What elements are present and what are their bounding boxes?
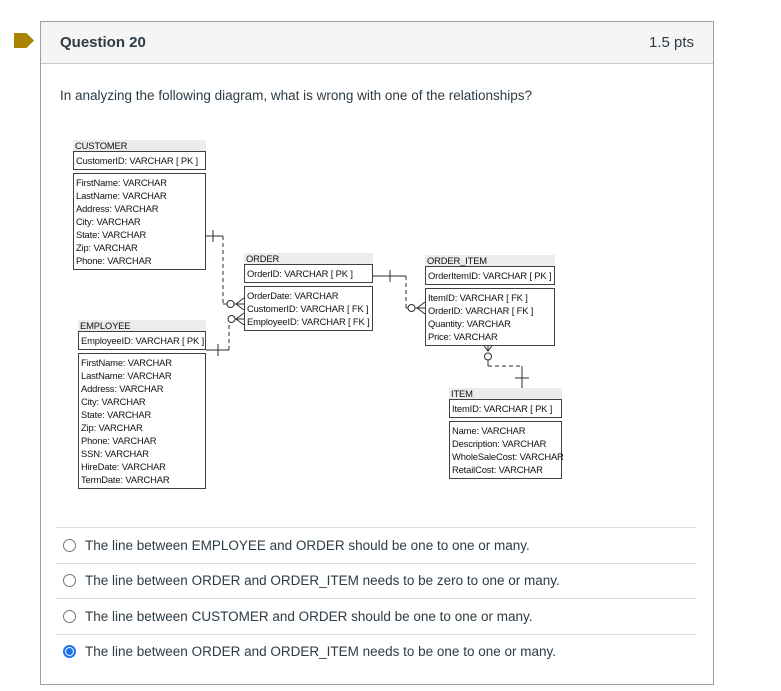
table-field: LastName: VARCHAR	[76, 190, 167, 201]
table-pk-field: CustomerID: VARCHAR [ PK ]	[76, 155, 198, 166]
erd-table-customer: CUSTOMER CustomerID: VARCHAR [ PK ] Firs…	[73, 140, 206, 270]
answer-label: The line between ORDER and ORDER_ITEM ne…	[85, 644, 556, 660]
table-field: Zip: VARCHAR	[81, 422, 143, 433]
table-field: RetailCost: VARCHAR	[452, 464, 543, 475]
table-pk-field: OrderID: VARCHAR [ PK ]	[247, 268, 353, 279]
answer-option[interactable]: The line between EMPLOYEE and ORDER shou…	[56, 527, 696, 563]
answer-option[interactable]: The line between ORDER and ORDER_ITEM ne…	[56, 562, 696, 599]
table-field: City: VARCHAR	[81, 396, 146, 407]
answer-radio[interactable]	[63, 574, 76, 588]
table-field: Address: VARCHAR	[76, 203, 159, 214]
table-field: State: VARCHAR	[81, 409, 152, 420]
answer-option[interactable]: The line between ORDER and ORDER_ITEM ne…	[56, 633, 696, 670]
table-field: State: VARCHAR	[76, 229, 147, 240]
table-field: Phone: VARCHAR	[81, 435, 157, 446]
table-title: EMPLOYEE	[78, 320, 206, 331]
table-pk-field: EmployeeID: VARCHAR [ PK ]	[81, 335, 205, 346]
relationship-orderitem-item	[481, 342, 529, 388]
erd-table-item: ITEM ItemID: VARCHAR [ PK ] Name: VARCHA…	[449, 388, 564, 479]
question-panel: Question 20 1.5 pts In analyzing the fol…	[40, 21, 714, 685]
table-field: EmployeeID: VARCHAR [ FK ]	[247, 316, 370, 327]
table-field: Zip: VARCHAR	[76, 242, 138, 253]
answer-radio[interactable]	[63, 538, 76, 552]
table-field: Quantity: VARCHAR	[428, 318, 511, 329]
table-field: SSN: VARCHAR	[81, 448, 149, 459]
answer-radio[interactable]	[63, 645, 76, 659]
table-field: TermDate: VARCHAR	[81, 474, 170, 485]
flag-icon[interactable]	[14, 33, 34, 48]
table-field: Phone: VARCHAR	[76, 255, 152, 266]
table-field: Description: VARCHAR	[452, 438, 547, 449]
table-field: FirstName: VARCHAR	[81, 357, 172, 368]
table-field: LastName: VARCHAR	[81, 370, 172, 381]
answer-option[interactable]: The line between CUSTOMER and ORDER shou…	[56, 598, 696, 634]
question-prompt: In analyzing the following diagram, what…	[60, 88, 533, 103]
relationship-order-orderitem	[373, 270, 426, 315]
table-field: HireDate: VARCHAR	[81, 461, 166, 472]
answer-label: The line between EMPLOYEE and ORDER shou…	[85, 537, 530, 553]
table-field: Name: VARCHAR	[452, 425, 526, 436]
table-title: ORDER	[244, 253, 373, 264]
answer-radio[interactable]	[63, 609, 76, 623]
answer-options: The line between EMPLOYEE and ORDER shou…	[56, 527, 696, 669]
question-title: Question 20	[60, 34, 146, 51]
table-pk-field: OrderItemID: VARCHAR [ PK ]	[428, 270, 552, 281]
table-field: Price: VARCHAR	[428, 331, 498, 342]
table-title: ITEM	[449, 388, 562, 399]
relationship-customer-order	[206, 230, 245, 311]
table-field: OrderDate: VARCHAR	[247, 290, 339, 301]
table-title: CUSTOMER	[73, 140, 206, 151]
relationship-employee-order	[206, 312, 245, 356]
table-field: Address: VARCHAR	[81, 383, 164, 394]
erd-table-employee: EMPLOYEE EmployeeID: VARCHAR [ PK ] Firs…	[78, 320, 206, 489]
table-field: CustomerID: VARCHAR [ FK ]	[247, 303, 369, 314]
table-field: WholeSaleCost: VARCHAR	[452, 451, 564, 462]
answer-label: The line between CUSTOMER and ORDER shou…	[85, 608, 533, 624]
table-field: FirstName: VARCHAR	[76, 177, 167, 188]
answer-label: The line between ORDER and ORDER_ITEM ne…	[85, 573, 560, 589]
table-field: OrderID: VARCHAR [ FK ]	[428, 305, 534, 316]
table-field: City: VARCHAR	[76, 216, 141, 227]
table-title: ORDER_ITEM	[425, 255, 555, 266]
question-header: Question 20 1.5 pts	[41, 22, 713, 64]
question-points: 1.5 pts	[648, 34, 694, 51]
table-field: ItemID: VARCHAR [ FK ]	[428, 292, 528, 303]
erd-table-order: ORDER OrderID: VARCHAR [ PK ] OrderDate:…	[244, 253, 373, 331]
table-pk-field: ItemID: VARCHAR [ PK ]	[452, 403, 553, 414]
erd-table-order-item: ORDER_ITEM OrderItemID: VARCHAR [ PK ] I…	[425, 255, 555, 346]
